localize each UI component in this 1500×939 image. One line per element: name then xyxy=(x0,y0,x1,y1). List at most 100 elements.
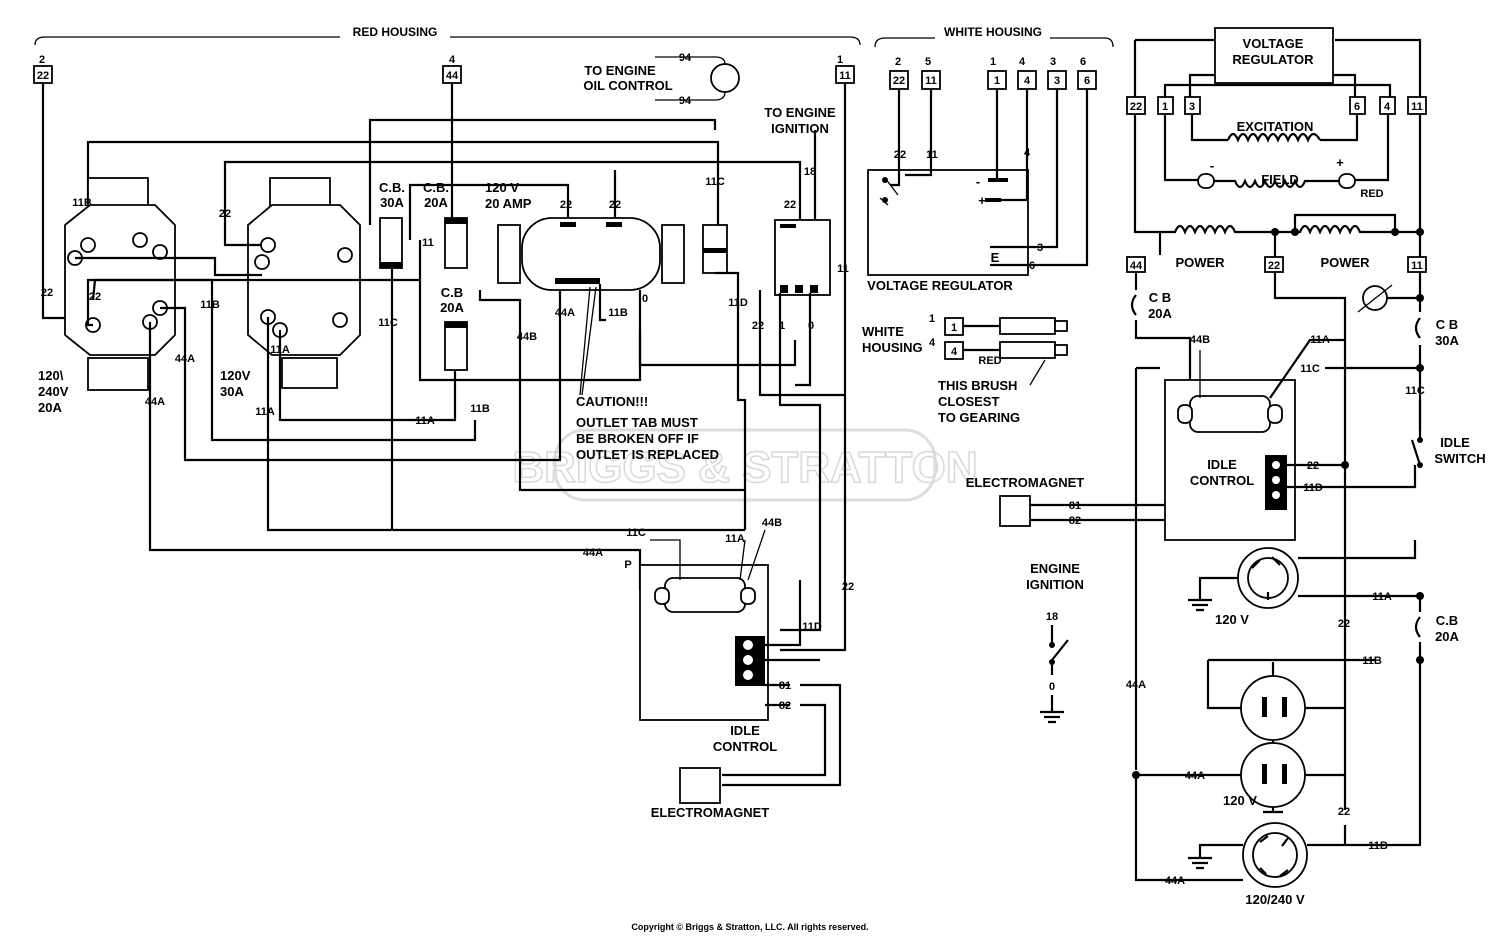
rterm-11: 11 xyxy=(1411,101,1423,113)
oil-wire-bottom-label: 94 xyxy=(679,95,692,107)
wire-11c-label: 11C xyxy=(705,176,725,188)
terminal-1-number: 1 xyxy=(837,54,843,66)
field-label: FIELD xyxy=(1261,172,1299,187)
wire-11a-label: 11A xyxy=(415,415,435,427)
terminal-44-label: 44 xyxy=(446,70,459,82)
white-terminal-2: 5 11 xyxy=(921,56,941,90)
wire-22-label: 22 xyxy=(752,320,764,332)
white-housing-label: WHITE HOUSING xyxy=(944,25,1042,39)
caution-line-2: BE BROKEN OFF IF xyxy=(576,431,699,446)
outlet-120-20-label-1: 120 V xyxy=(485,180,519,195)
voltage-regulator-label: VOLTAGE REGULATOR xyxy=(867,278,1013,293)
ignition-wire-label: 18 xyxy=(804,166,816,178)
wire-22-label: 22 xyxy=(842,581,854,593)
power-right-label: POWER xyxy=(1320,255,1370,270)
brush-housing-label-2: HOUSING xyxy=(862,340,923,355)
idle-control-coil xyxy=(664,577,746,613)
rvr-label-1: VOLTAGE xyxy=(1243,36,1304,51)
outlet-120-30-terminal xyxy=(337,247,353,263)
excitation-label: EXCITATION xyxy=(1237,119,1314,134)
wire-22-label: 22 xyxy=(609,199,621,211)
white-terminal-1: 2 22 xyxy=(889,56,909,90)
outlet-240-bottom-tab xyxy=(87,357,149,391)
svg-text:5: 5 xyxy=(925,56,931,68)
wire-11d-label: 11D xyxy=(728,297,748,309)
right-panel: VOLTAGE REGULATOR 22 1 3 6 4 11 EXCITATI… xyxy=(1126,27,1486,907)
terminal-22-label: 22 xyxy=(37,70,49,82)
rcb30-label-1: C B xyxy=(1436,317,1458,332)
brush-lower xyxy=(999,341,1056,359)
rcb20-label-2: 20A xyxy=(1148,306,1172,321)
wire-22-label: 22 xyxy=(219,208,231,220)
wire-11c-label: 11C xyxy=(626,527,646,539)
wire-p-label: P xyxy=(624,559,631,571)
rvr-box xyxy=(1214,27,1334,84)
rterm-22: 22 xyxy=(1130,101,1142,113)
oil-control-line1: TO ENGINE xyxy=(584,63,656,78)
mid-electromagnet-label: ELECTROMAGNET xyxy=(966,475,1085,490)
cb20-label-2: 20A xyxy=(424,195,448,210)
vr-wire-22-label: 22 xyxy=(894,149,906,161)
cb30-label-2: 30A xyxy=(380,195,404,210)
wire-11d-label: 11D xyxy=(802,621,822,633)
brush-note-1: THIS BRUSH xyxy=(938,378,1017,393)
power-coil-right xyxy=(1275,224,1420,235)
middle-panel: 2 22 5 11 1 1 4 4 3 3 6 6 xyxy=(862,56,1265,724)
brush-note-2: CLOSEST xyxy=(938,394,999,409)
r-idle-label-1: IDLE xyxy=(1207,457,1237,472)
terminal-4-number: 4 xyxy=(449,54,456,66)
oil-control-line2: OIL CONTROL xyxy=(583,78,672,93)
svg-text:4: 4 xyxy=(929,337,936,349)
wire-1-label: 1 xyxy=(779,320,785,332)
breaker-20a xyxy=(444,217,468,269)
brush-housing-label-1: WHITE xyxy=(862,324,904,339)
oil-sensor-icon xyxy=(710,63,740,93)
vr-wire-4-label: 4 xyxy=(1024,147,1031,159)
r-idle-coil xyxy=(1189,395,1271,433)
brush-red-label: RED xyxy=(978,355,1001,367)
wire-44b-label: 44B xyxy=(517,331,537,343)
ignition-switch xyxy=(774,219,831,296)
wire-0-label: 0 xyxy=(642,293,648,305)
cb30-label-1: C.B. xyxy=(379,180,405,195)
svg-text:3: 3 xyxy=(1050,56,1056,68)
wire-22-label: 22 xyxy=(560,199,572,211)
mid-em-wire-82: 82 xyxy=(1069,515,1081,527)
mid-ignition-w0: 0 xyxy=(1049,681,1055,693)
caution-title: CAUTION!!! xyxy=(576,394,648,409)
voltage-regulator-box xyxy=(867,169,1029,276)
svg-text:4: 4 xyxy=(951,346,958,358)
white-terminal-5: 3 3 xyxy=(1047,56,1067,90)
oil-wire-top-label: 94 xyxy=(679,52,692,64)
svg-text:4: 4 xyxy=(1024,75,1031,87)
outlet-120-20-left-tab xyxy=(497,224,521,284)
rterm-3: 3 xyxy=(1189,101,1195,113)
svg-text:1: 1 xyxy=(951,322,957,334)
wire-11-label: 11 xyxy=(837,263,849,275)
outlet-120-20-right-tab xyxy=(661,224,685,284)
r-wire-11b: 11B xyxy=(1362,655,1382,667)
breaker-30a xyxy=(379,217,403,269)
wire-0-label: 0 xyxy=(808,320,814,332)
wire-11c-label: 11C xyxy=(378,317,398,329)
outlet-240-label-2: 240V xyxy=(38,384,69,399)
r-wire-22: 22 xyxy=(1307,460,1319,472)
wire-44a-label: 44A xyxy=(145,396,165,408)
left-panel: 2 22 4 44 1 11 TO ENGINE OIL CONTROL 94 … xyxy=(33,52,855,820)
wire-11a-label: 11A xyxy=(255,406,275,418)
idle-switch-label-2: SWITCH xyxy=(1434,451,1485,466)
wire-11-label: 11 xyxy=(422,237,434,249)
r-outlet-120-label: 120 V xyxy=(1215,612,1249,627)
svg-text:6: 6 xyxy=(1080,56,1086,68)
breaker-20a-lower xyxy=(444,321,468,371)
red-housing-label: RED HOUSING xyxy=(353,25,438,39)
vr-wire-11-label: 11 xyxy=(926,149,938,161)
rterm-4: 4 xyxy=(1384,101,1391,113)
rterm-6: 6 xyxy=(1354,101,1360,113)
outlet-120-30-terminal xyxy=(332,312,348,328)
svg-text:1: 1 xyxy=(994,75,1000,87)
cb20b-label-1: C.B xyxy=(441,285,463,300)
caution-line-1: OUTLET TAB MUST xyxy=(576,415,698,430)
r-wire-22-vert: 22 xyxy=(1338,618,1350,630)
svg-text:22: 22 xyxy=(893,75,905,87)
